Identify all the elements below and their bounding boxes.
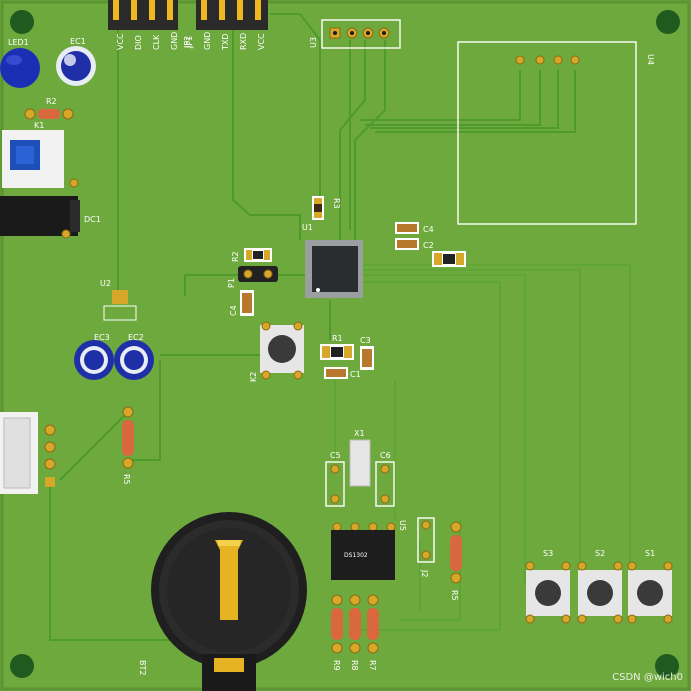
capacitor-c3: C3 — [360, 336, 374, 370]
mounting-hole-br — [655, 654, 679, 678]
jp1-pin-4: VCC — [257, 33, 266, 50]
c5-label: C5 — [330, 451, 341, 460]
button-s2[interactable]: S2 — [577, 549, 623, 624]
c1-label: C1 — [350, 370, 361, 379]
resistor-r3: R3 U1 — [302, 196, 341, 232]
s1-label: S1 — [645, 549, 655, 558]
capacitor-c4-left: C4 — [229, 290, 254, 316]
mounting-hole-tr — [656, 10, 680, 34]
r1-label: R1 — [332, 334, 343, 343]
rtc-chip-marking: DS1302 — [344, 552, 368, 559]
ec3-label: EC3 — [94, 333, 110, 342]
button-s1[interactable]: S1 — [627, 549, 673, 624]
jp1-label: JP1 — [185, 36, 194, 49]
display-module-u4: U4 — [457, 41, 655, 225]
jp2-label: JP2 — [183, 36, 192, 49]
capacitor-c4-top: C4 — [395, 222, 434, 234]
r5-left-label: R5 — [122, 474, 131, 485]
capacitor-c5: C5 — [325, 451, 345, 507]
r7-label: R7 — [368, 660, 377, 671]
resistor-r5-right: R5 — [450, 521, 462, 601]
c4-top-label: C4 — [423, 225, 434, 234]
watermark-text: CSDN @wich0 — [612, 672, 683, 683]
jp2-pin-2: DIO — [134, 35, 143, 50]
r8-label: R8 — [350, 660, 359, 671]
ec2-capacitor: EC2 — [114, 333, 154, 380]
capacitor-c6: C6 — [375, 451, 395, 507]
k2-label: K2 — [249, 372, 258, 382]
capacitor-c1: C1 — [324, 367, 361, 379]
ec2-label: EC2 — [128, 333, 144, 342]
r5-right-label: R5 — [450, 590, 459, 601]
resistor-r1: R1 — [320, 334, 354, 360]
resistor-r7: R7 — [367, 594, 379, 671]
rtc-chip-u5: DS1302 U5 — [331, 520, 407, 580]
mounting-hole-tl — [10, 10, 34, 34]
resistor-r9: R9 — [331, 594, 343, 671]
connector-left — [0, 412, 56, 494]
jp1-pin-3: RXD — [239, 33, 248, 50]
resistor-r8: R8 — [349, 594, 361, 671]
power-switch-k1[interactable]: K1 — [2, 121, 79, 188]
r3-label: R3 — [332, 198, 341, 209]
header-u3: U3 — [309, 19, 401, 49]
header-jp2: JP2 VCC DIO CLK GND — [108, 0, 192, 50]
bt2-label: BT2 — [138, 660, 147, 675]
resistor-r-right — [432, 251, 466, 267]
jp1-pin-1: GND — [203, 32, 212, 50]
jp2-pin-3: CLK — [152, 34, 161, 50]
s3-label: S3 — [543, 549, 553, 558]
jumper-p1[interactable]: P1 — [227, 266, 278, 288]
header-jp1: JP1 GND TXD RXD VCC — [185, 0, 268, 51]
ec1-capacitor: EC1 — [56, 37, 96, 86]
s2-label: S2 — [595, 549, 605, 558]
c6-label: C6 — [380, 451, 391, 460]
button-s3[interactable]: S3 — [525, 549, 571, 624]
led1: LED1 — [0, 38, 40, 88]
crystal-x1: X1 — [349, 429, 371, 487]
r9-label: R9 — [332, 660, 341, 671]
mounting-hole-bl — [10, 654, 34, 678]
ec1-label: EC1 — [70, 37, 86, 46]
regulator-u2: U2 — [100, 279, 137, 321]
mcu-u1 — [305, 240, 363, 298]
k1-label: K1 — [34, 121, 44, 130]
r2-label: R2 — [46, 97, 57, 106]
j2-label: J2 — [420, 569, 429, 577]
dc-jack-dc1[interactable]: DC1 — [0, 196, 101, 239]
c3-label: C3 — [360, 336, 371, 345]
jumper-j2: J2 — [417, 517, 435, 577]
battery-holder-bt2: BT2 — [138, 512, 307, 691]
c4-left-label: C4 — [229, 305, 238, 316]
u4-label: U4 — [646, 54, 655, 65]
led1-label: LED1 — [8, 38, 29, 47]
dc1-label: DC1 — [84, 215, 101, 224]
jp2-pin-4: GND — [170, 32, 179, 50]
u2-label: U2 — [100, 279, 111, 288]
p1-label: P1 — [227, 278, 236, 288]
u5-label: U5 — [398, 520, 407, 531]
jp2-pin-1: VCC — [116, 33, 125, 50]
resistor-r2-top: R2 — [24, 97, 74, 120]
c2-label: C2 — [423, 241, 434, 250]
resistor-r5-left: R5 — [122, 406, 134, 485]
reset-button-k2[interactable]: K2 — [249, 321, 304, 382]
u1-label: U1 — [302, 223, 313, 232]
jp1-pin-2: TXD — [221, 33, 230, 51]
x1-label: X1 — [354, 429, 365, 438]
r2-mid-label: R2 — [231, 251, 240, 262]
capacitor-c2: C2 — [395, 238, 434, 250]
resistor-r2-mid: R2 — [231, 248, 272, 262]
u3-label: U3 — [309, 37, 318, 48]
ec3-capacitor: EC3 — [74, 333, 114, 380]
